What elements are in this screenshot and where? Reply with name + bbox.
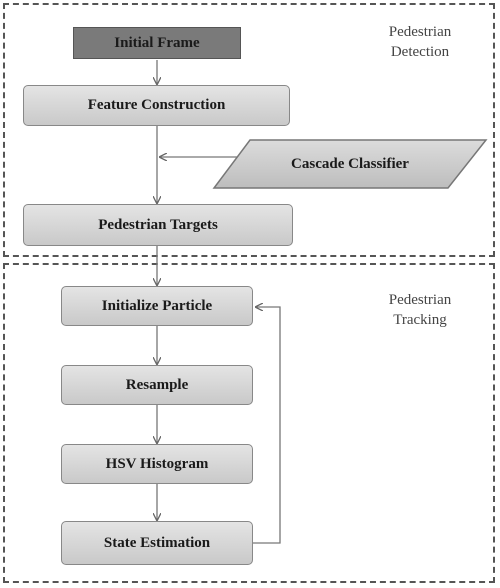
feature-construction-node: Feature Construction (23, 85, 290, 126)
detection-section (3, 3, 495, 257)
detection-section-label: Pedestrian Detection (388, 24, 452, 60)
feedback-loop-arrow (253, 307, 281, 544)
initial-frame-node: Initial Frame (73, 27, 241, 59)
tracking-section-label: Pedestrian Tracking (388, 292, 452, 328)
hsv-histogram-node: HSV Histogram (61, 444, 253, 484)
pedestrian-targets-node: Pedestrian Targets (23, 204, 293, 246)
resample-node: Resample (61, 365, 253, 405)
cascade-classifier-node: Cascade Classifier (291, 155, 409, 172)
cascade-classifier-shape (212, 139, 488, 189)
tracking-section (3, 263, 495, 583)
state-estimation-node: State Estimation (61, 521, 253, 565)
initialize-particle-node: Initialize Particle (61, 286, 253, 326)
